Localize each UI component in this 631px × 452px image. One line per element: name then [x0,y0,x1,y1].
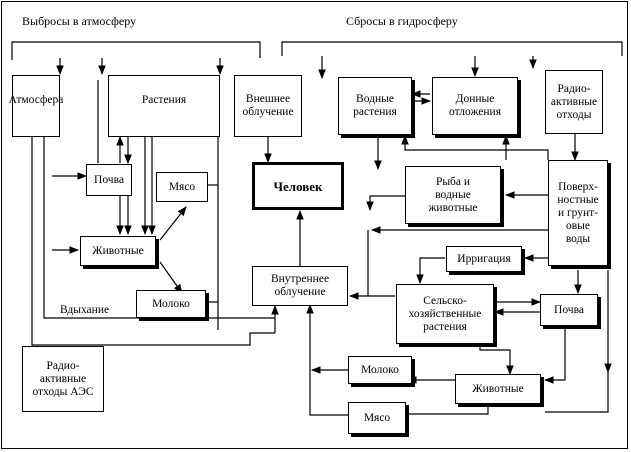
node-aquatic-plants: Водные растения [338,77,412,135]
node-internal-exposure: Внутреннее облучение [252,266,348,306]
node-soil-left: Почва [86,164,132,196]
right-bus-to-internal [306,304,348,416]
node-animals-right: Животные [455,374,541,404]
node-human: Человек [252,162,344,210]
node-external-exposure: Внешнее облучение [234,75,302,137]
irrigation-down [416,257,445,284]
crops-to-animals [479,342,514,375]
node-waters: Поверх- ностные и грунт- овые воды [548,160,608,266]
node-atmosphere: Атмосфера [9,75,63,137]
node-radioactive-waste: Радио- активные отходы [545,70,603,134]
left-bus [43,88,275,319]
node-irrigation: Ирригация [446,246,522,272]
atm-to-bus [31,136,275,346]
node-bottom-sediments: Донные отложения [432,77,518,135]
animals-to-meat [159,206,187,241]
soil-to-animals-right [544,325,566,384]
waters-to-aquatic [401,135,549,160]
node-fish: Рыба и водные животные [405,166,501,224]
node-milk-right: Молоко [348,356,412,384]
fish-to-left [366,195,405,211]
node-milk-left: Молоко [136,290,206,318]
node-soil-right: Почва [540,294,598,326]
node-crops: Сельско- хозяйственные растения [396,284,494,344]
waters-right-return [545,372,609,413]
emissions-bracket [11,41,261,60]
label-inhalation: Вдыхание [60,304,110,316]
header-discharges-hydrosphere: Сбросы в гидросферу [346,14,458,28]
node-animals-left: Животные [80,236,156,266]
node-meat-right: Мясо [348,402,406,434]
node-npp-waste: Радио- активные отходы АЭС [22,346,104,412]
header-emissions-atmosphere: Выбросы в атмосферу [22,14,137,28]
node-plants: Растения [108,75,220,137]
animals-to-milk [159,261,183,294]
discharges-bracket [281,41,623,56]
node-meat-left: Мясо [156,172,208,202]
